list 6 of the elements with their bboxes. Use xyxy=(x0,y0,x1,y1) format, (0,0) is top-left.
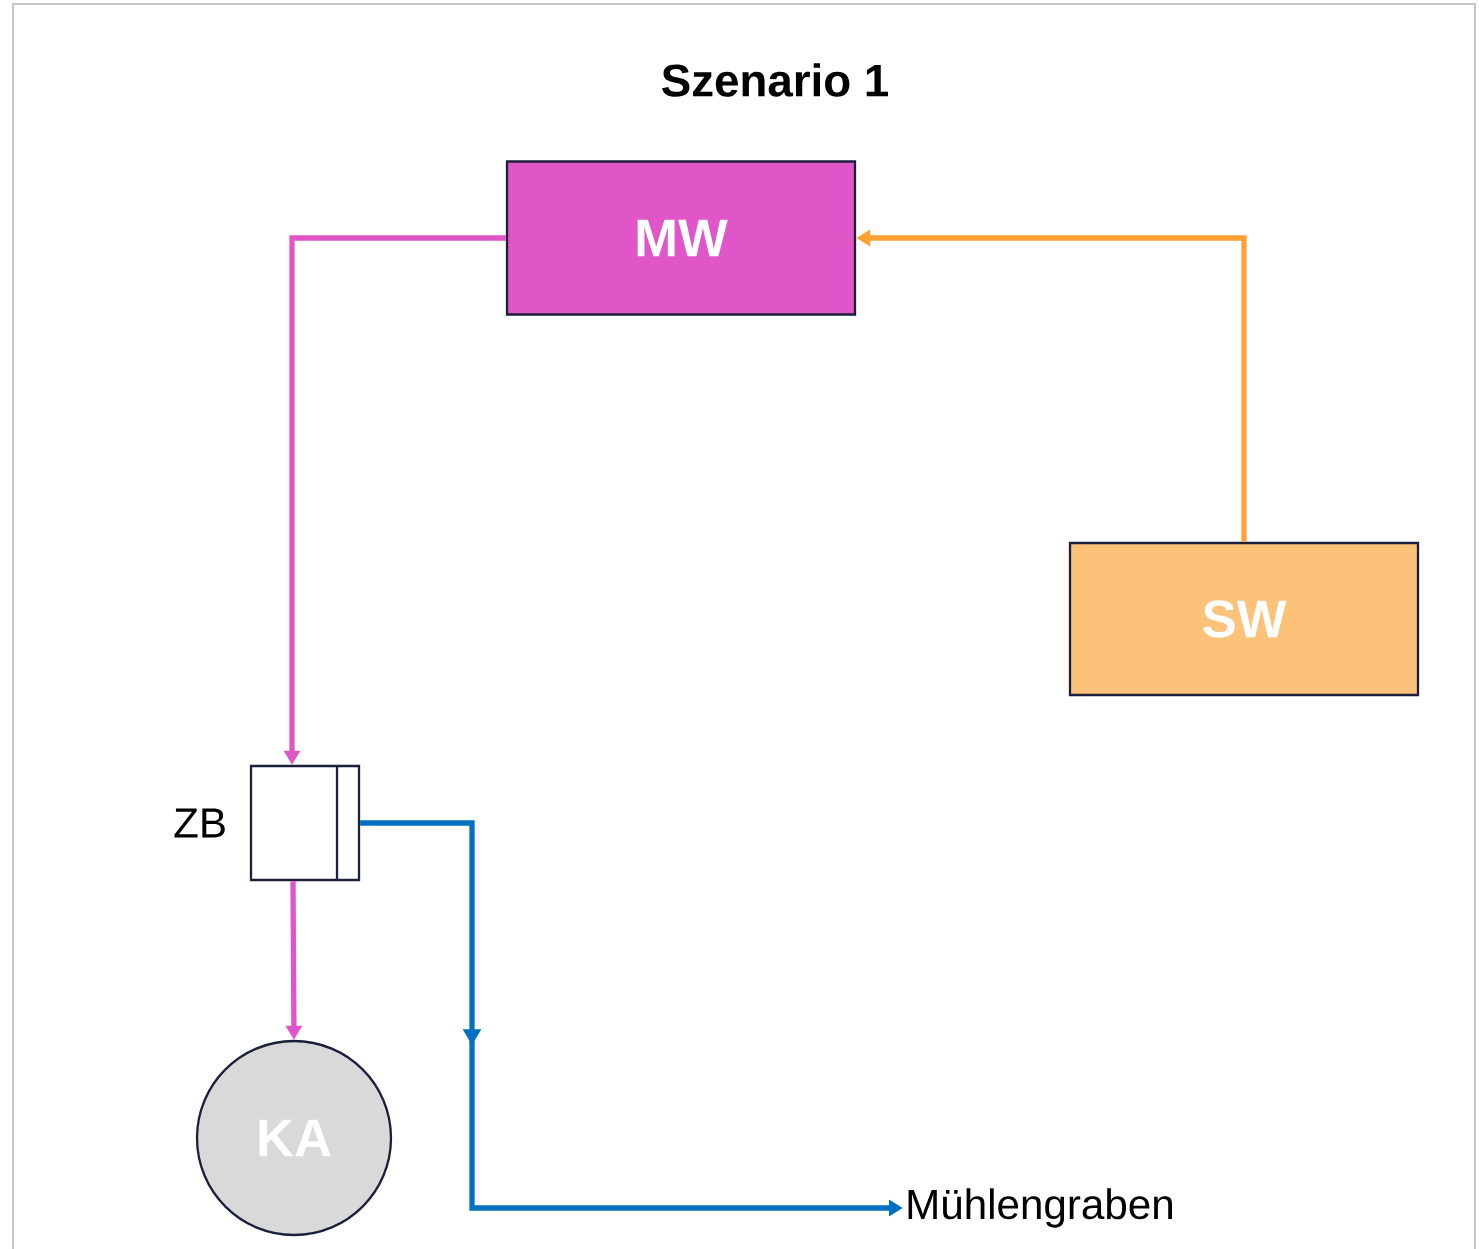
process-box: MW xyxy=(505,160,857,316)
title: Szenario 1 xyxy=(662,63,888,97)
outlet-label: Mühlengraben xyxy=(908,1188,1172,1228)
process-box: SW xyxy=(1068,541,1420,697)
node-label: ZB xyxy=(174,808,225,838)
tank-box: ZB xyxy=(174,764,361,882)
